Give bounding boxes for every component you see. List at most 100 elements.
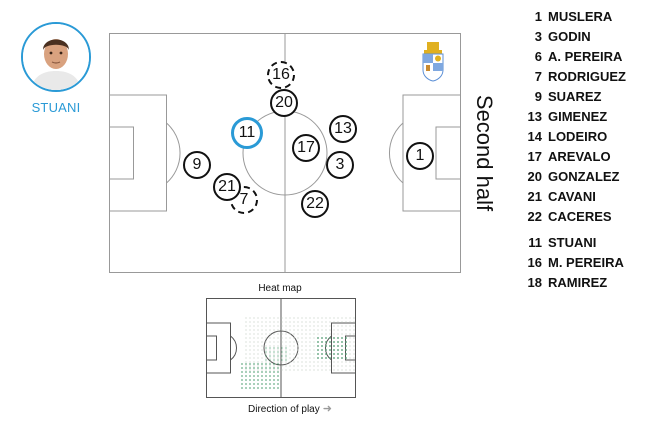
heatmap-dot (241, 363, 243, 365)
heatmap-dot (273, 321, 275, 323)
heatmap-dot (321, 329, 323, 331)
heatmap-dot (321, 361, 323, 363)
heatmap-dot (317, 337, 319, 339)
heatmap-dot (341, 365, 343, 367)
heatmap-dot (269, 361, 271, 363)
heatmap-dot (269, 375, 271, 377)
heatmap-dot (281, 321, 283, 323)
heatmap-dot (261, 321, 263, 323)
heatmap-dot (293, 353, 295, 355)
player-marker-3[interactable]: 3 (326, 151, 354, 179)
heatmap-dot (269, 341, 271, 343)
heatmap-dot (345, 345, 347, 347)
heatmap-dot (261, 353, 263, 355)
player-marker-13[interactable]: 13 (329, 115, 357, 143)
heatmap-dot (285, 341, 287, 343)
heatmap-dot (249, 361, 251, 363)
heatmap-dot (289, 325, 291, 327)
heatmap-dot (309, 321, 311, 323)
player-marker-9[interactable]: 9 (183, 151, 211, 179)
heatmap-dot (337, 317, 339, 319)
heatmap-dot (349, 321, 351, 323)
heatmap-dot (329, 345, 331, 347)
heatmap-dot (281, 345, 283, 347)
heatmap-dot (273, 359, 275, 361)
heatmap-dot (313, 325, 315, 327)
heatmap-dot (333, 369, 335, 371)
player-marker-22[interactable]: 22 (301, 190, 329, 218)
heatmap-dot (301, 369, 303, 371)
roster-player-name: GODIN (548, 29, 591, 44)
heatmap-dot (265, 355, 267, 357)
heatmap-dot (309, 361, 311, 363)
roster-player-name: A. PEREIRA (548, 49, 623, 64)
heatmap-dot (277, 341, 279, 343)
heatmap-dot (269, 369, 271, 371)
player-marker-11[interactable]: 11 (231, 117, 263, 149)
heatmap-dot (297, 357, 299, 359)
player-marker-1[interactable]: 1 (406, 142, 434, 170)
heatmap-dot (245, 369, 247, 371)
heatmap-dot (269, 387, 271, 389)
heatmap-dot (253, 341, 255, 343)
heatmap-dot (277, 333, 279, 335)
heatmap-dot (333, 325, 335, 327)
heatmap-dot (313, 361, 315, 363)
heatmap-dot (337, 341, 339, 343)
roster-number: 13 (527, 109, 542, 124)
heatmap-dot (349, 357, 351, 359)
heatmap-dot (277, 359, 279, 361)
heatmap-dot (305, 321, 307, 323)
heatmap-dot (293, 341, 295, 343)
player-marker-16[interactable]: 16 (267, 61, 295, 89)
heatmap-dot (353, 345, 355, 347)
heatmap-dot (341, 329, 343, 331)
heatmap-dot (309, 345, 311, 347)
heatmap-dot (269, 349, 271, 351)
team-crest-icon (422, 42, 444, 82)
heatmap-dot (277, 337, 279, 339)
heatmap-dot (301, 317, 303, 319)
heatmap-dot (349, 369, 351, 371)
player-marker-17[interactable]: 17 (292, 134, 320, 162)
heatmap-dot (309, 333, 311, 335)
heatmap-dot (245, 325, 247, 327)
heatmap-dot (281, 333, 283, 335)
heatmap-dot (305, 317, 307, 319)
heatmap-dot (257, 345, 259, 347)
heatmap-dot (273, 337, 275, 339)
roster-player-name: M. PEREIRA (548, 255, 624, 270)
heatmap-dot (257, 353, 259, 355)
heatmap-dot (261, 325, 263, 327)
heatmap-dot (269, 325, 271, 327)
heatmap-dot (285, 321, 287, 323)
heatmap-dot (337, 337, 339, 339)
heatmap-dot (345, 337, 347, 339)
player-marker-21[interactable]: 21 (213, 173, 241, 201)
heatmap-dot (249, 317, 251, 319)
heatmap-dot (321, 341, 323, 343)
player-marker-20[interactable]: 20 (270, 89, 298, 117)
heatmap-dot (325, 321, 327, 323)
heatmap-dot (245, 361, 247, 363)
heatmap-dot (253, 321, 255, 323)
heatmap-dot (317, 365, 319, 367)
heatmap-dot (353, 341, 355, 343)
heatmap-dot (269, 359, 271, 361)
heatmap-dot (345, 369, 347, 371)
heatmap-dot (245, 349, 247, 351)
